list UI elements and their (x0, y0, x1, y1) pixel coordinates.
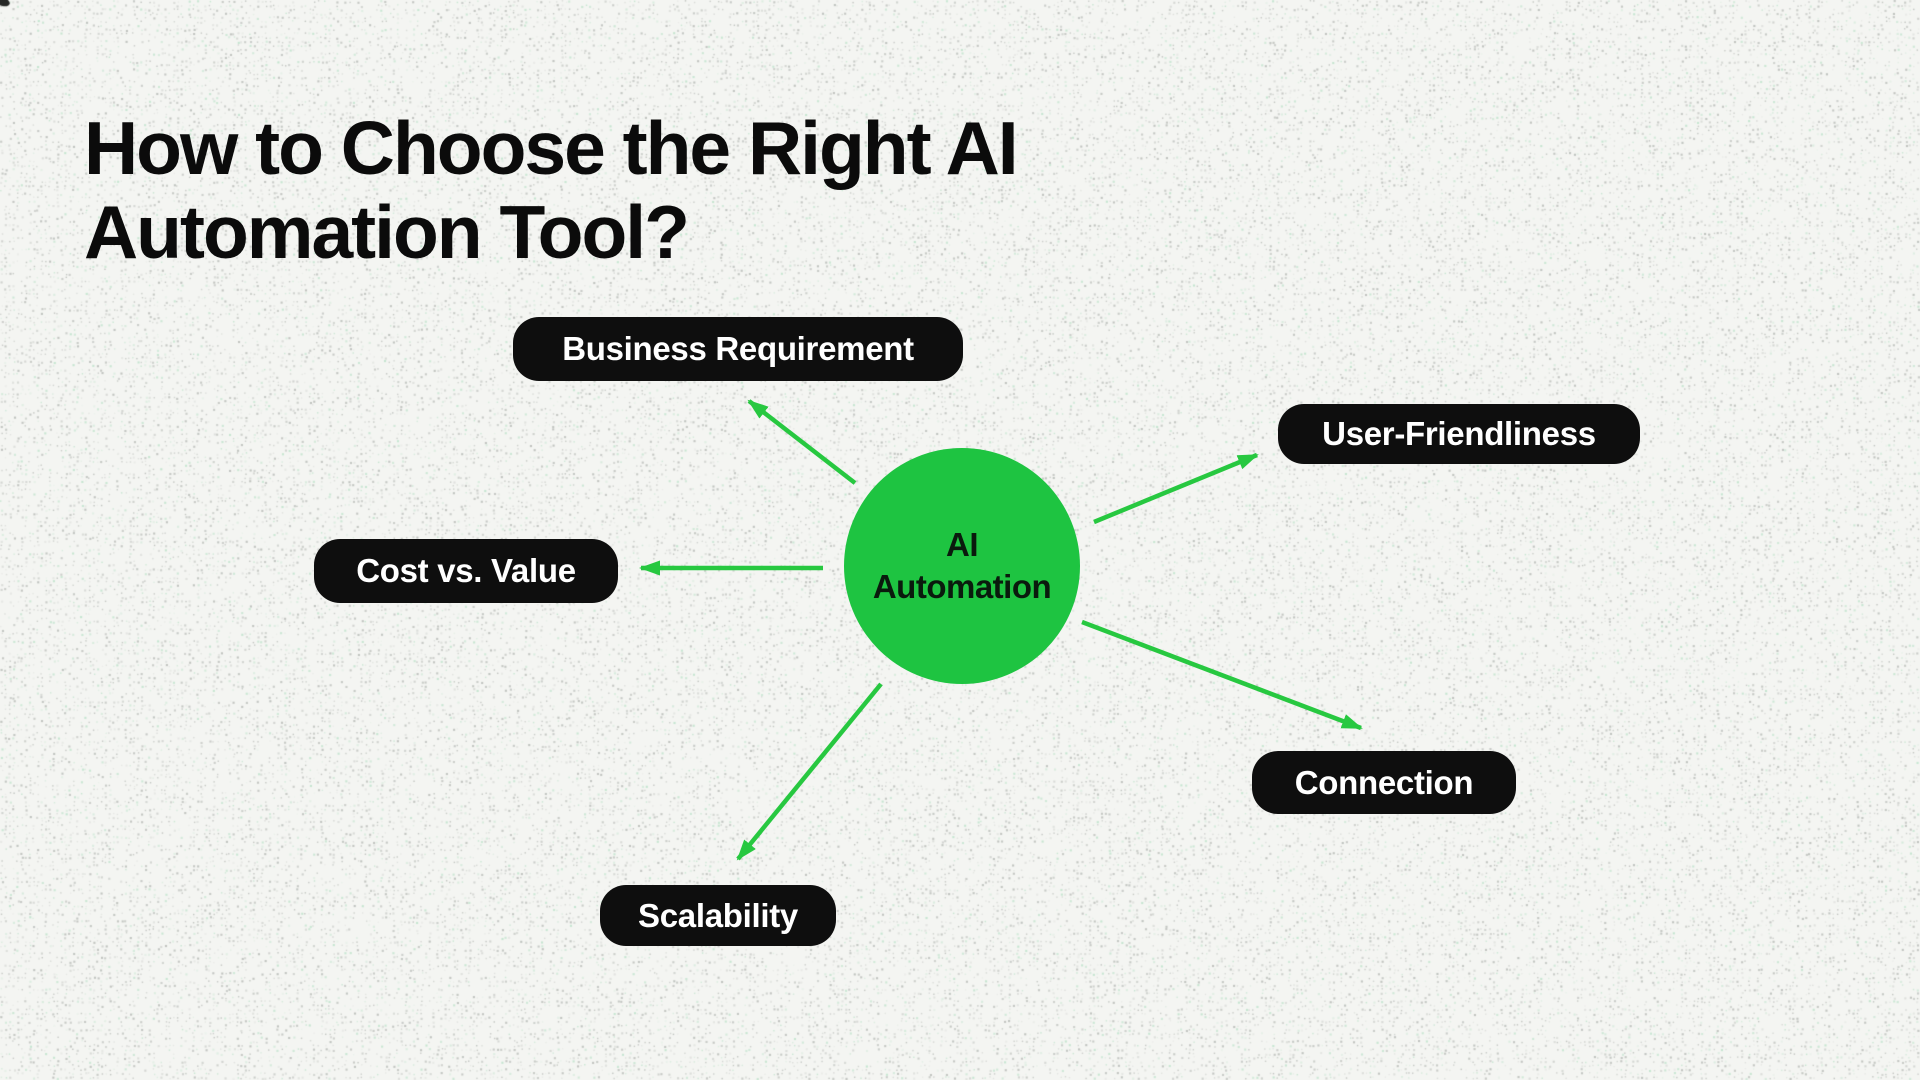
arrow-to-business-requirement (749, 401, 855, 483)
node-label: User-Friendliness (1322, 415, 1596, 453)
center-node-label-line-2: Automation (873, 566, 1051, 608)
node-label: Scalability (638, 897, 798, 935)
center-node-label: AI Automation (873, 524, 1051, 608)
center-node-ai-automation: AI Automation (844, 448, 1080, 684)
node-connection: Connection (1252, 751, 1516, 814)
node-cost-vs-value: Cost vs. Value (314, 539, 618, 603)
arrow-to-user-friendliness (1094, 455, 1257, 522)
node-scalability: Scalability (600, 885, 836, 946)
center-node-label-line-1: AI (873, 524, 1051, 566)
node-user-friendliness: User-Friendliness (1278, 404, 1640, 464)
arrow-to-scalability (738, 684, 881, 859)
page-title-line-1: How to Choose the Right AI (84, 106, 1017, 190)
node-business-requirement: Business Requirement (513, 317, 963, 381)
arrow-to-connection (1082, 622, 1361, 728)
node-label: Business Requirement (562, 330, 914, 368)
node-label: Connection (1295, 764, 1473, 802)
page-title-line-2: Automation Tool? (84, 190, 1017, 274)
node-label: Cost vs. Value (356, 552, 576, 590)
page-title: How to Choose the Right AI Automation To… (84, 106, 1017, 274)
